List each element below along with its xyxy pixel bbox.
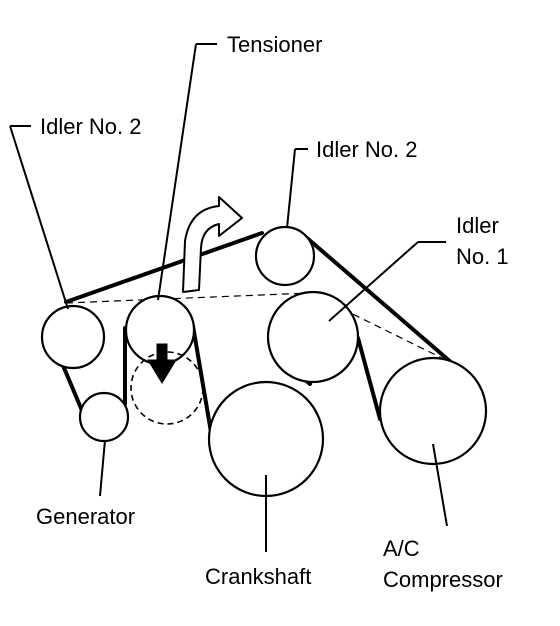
belt-segment-idler1-ac [356,336,382,421]
leader-lines [9,43,448,552]
label-idler2-left: Idler No. 2 [40,114,142,139]
rotation-arrow [182,196,243,293]
tensioner-moved-pulley [130,351,204,425]
label-idler1-line1: Idler [456,213,499,238]
label-generator: Generator [36,504,135,529]
label-crankshaft: Crankshaft [205,564,311,589]
tensioner-movement-arrow [147,343,177,384]
leader-idler2-left [9,125,69,310]
label-ac-line1: A/C [383,536,420,561]
leader-idler2-right [286,148,296,229]
pulleys [40,225,488,498]
belt-segment-tensioner-inner [191,324,214,440]
belt-segment-top-right [305,236,454,365]
leader-tensioner [157,43,197,301]
idler1-pulley [266,290,360,384]
idler2-right-pulley [254,225,316,287]
label-idler2-right: Idler No. 2 [316,137,418,162]
label-idler1-line2: No. 1 [456,244,509,269]
down-arrow-icon [147,343,177,384]
label-ac-line2: Compressor [383,567,503,592]
idler2-left-pulley [40,304,106,370]
generator-pulley [78,391,130,443]
dashed-line-left [65,292,311,304]
belt-segment-top-left [64,231,264,304]
label-tensioner: Tensioner [227,32,322,57]
leader-ac-compressor [432,443,448,527]
ac-compressor-pulley [378,356,488,466]
leader-idler1 [328,241,419,322]
rotation-arrow-shape [182,196,243,293]
leader-generator [99,439,106,497]
